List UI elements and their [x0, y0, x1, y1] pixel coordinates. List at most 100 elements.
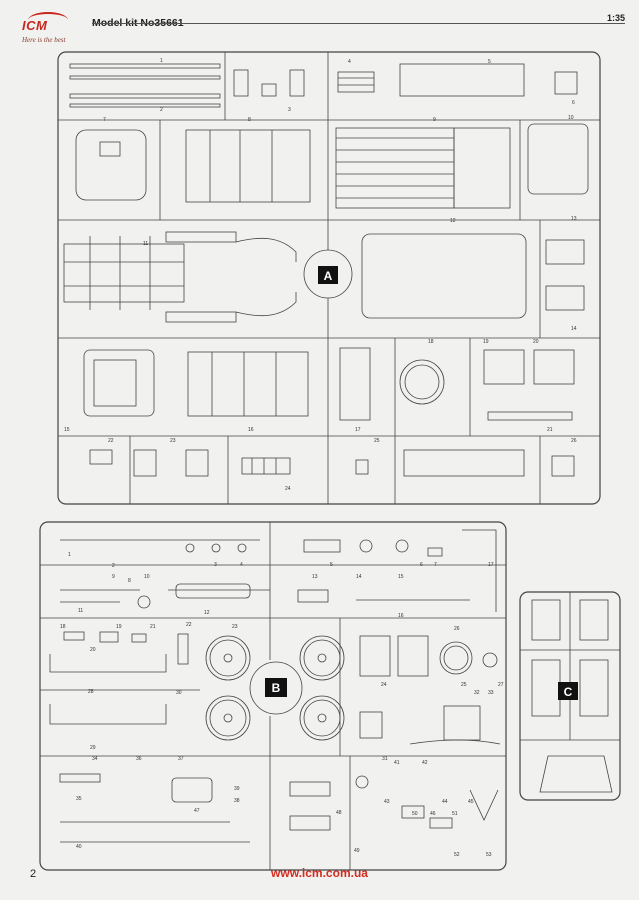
part-number-label: 50 [412, 811, 418, 817]
part-number-label: 11 [143, 241, 148, 247]
sprue-letter-b: B [272, 681, 281, 695]
part-number-label: 20 [533, 339, 539, 345]
part-number-label: 10 [144, 574, 150, 580]
sprue-letter-a: A [324, 269, 333, 283]
sprue-c [519, 591, 621, 801]
part-number-label: 16 [248, 427, 254, 433]
part-number-label: 31 [382, 756, 388, 762]
part-number-label: 22 [108, 438, 114, 444]
part-number-label: 53 [486, 852, 492, 858]
part-number-label: 15 [64, 427, 70, 433]
part-number-label: 10 [568, 115, 574, 121]
part-number-label: 19 [483, 339, 489, 345]
part-number-label: 37 [178, 756, 184, 762]
part-number-label: 21 [547, 427, 553, 433]
part-number-label: 8 [248, 117, 251, 123]
icm-logo: ICM Here is the best [22, 12, 80, 54]
part-number-label: 26 [571, 438, 577, 444]
part-number-label: 18 [60, 624, 66, 630]
sprue-letter-c: C [564, 685, 573, 699]
part-number-label: 25 [461, 682, 467, 688]
part-number-label: 3 [214, 562, 217, 568]
sprue-b [39, 521, 507, 871]
part-number-label: 14 [356, 574, 362, 580]
part-number-label: 16 [398, 613, 404, 619]
part-number-label: 26 [454, 626, 460, 632]
part-number-label: 6 [572, 100, 575, 106]
part-number-label: 7 [434, 562, 437, 568]
part-number-label: 39 [234, 786, 240, 792]
part-number-label: 13 [571, 216, 577, 222]
page-number: 2 [30, 868, 37, 880]
part-number-label: 11 [78, 608, 83, 614]
part-number-label: 9 [112, 574, 115, 580]
part-number-label: 2 [160, 107, 163, 113]
part-number-label: 5 [330, 562, 333, 568]
part-number-label: 13 [312, 574, 318, 580]
part-number-label: 47 [194, 808, 200, 814]
part-number-label: 43 [384, 799, 390, 805]
part-number-label: 40 [76, 844, 82, 850]
sprue-tag-b: B [249, 661, 303, 715]
part-number-label: 44 [442, 799, 448, 805]
part-number-label: 49 [354, 848, 360, 854]
sprue-a [57, 51, 601, 505]
part-number-label: 24 [381, 682, 387, 688]
part-number-label: 35 [76, 796, 82, 802]
sprue-tag-c: C [558, 682, 578, 700]
sprue-tag-a: A [303, 249, 353, 299]
part-number-label: 21 [150, 624, 156, 630]
part-number-label: 46 [430, 811, 436, 817]
part-number-label: 1 [68, 552, 71, 558]
website-link[interactable]: www.icm.com.ua [271, 866, 368, 880]
part-number-label: 6 [420, 562, 423, 568]
part-number-label: 14 [571, 326, 577, 332]
part-number-label: 17 [355, 427, 361, 433]
part-number-label: 51 [452, 811, 458, 817]
part-number-label: 12 [204, 610, 210, 616]
kit-scale: 1:35 [606, 13, 625, 23]
part-number-label: 12 [450, 218, 456, 224]
part-number-label: 18 [428, 339, 434, 345]
part-number-label: 4 [348, 59, 351, 65]
part-number-label: 45 [468, 799, 474, 805]
part-number-label: 52 [454, 852, 460, 858]
part-number-label: 7 [103, 117, 106, 123]
part-number-label: 29 [90, 745, 96, 751]
part-number-label: 20 [90, 647, 96, 653]
part-number-label: 30 [176, 690, 182, 696]
part-number-label: 25 [374, 438, 380, 444]
logo-arc-icon [28, 12, 68, 28]
part-number-label: 3 [288, 107, 291, 113]
part-number-label: 9 [433, 117, 436, 123]
part-number-label: 4 [240, 562, 243, 568]
part-number-label: 2 [112, 563, 115, 569]
part-number-label: 15 [398, 574, 404, 580]
part-number-label: 28 [88, 689, 94, 695]
part-number-label: 5 [488, 59, 491, 65]
part-number-label: 42 [422, 760, 428, 766]
part-number-label: 23 [232, 624, 238, 630]
part-number-label: 22 [186, 622, 192, 628]
part-number-label: 32 [474, 690, 480, 696]
part-number-label: 33 [488, 690, 494, 696]
logo-brand: ICM [22, 18, 48, 33]
part-number-label: 36 [136, 756, 142, 762]
part-number-label: 41 [394, 760, 400, 766]
part-number-label: 27 [498, 682, 504, 688]
part-number-label: 38 [234, 798, 240, 804]
part-number-label: 8 [128, 578, 131, 584]
part-number-label: 34 [92, 756, 98, 762]
part-number-label: 1 [160, 58, 163, 64]
header-rule [92, 23, 625, 24]
part-number-label: 23 [170, 438, 176, 444]
part-number-label: 24 [285, 486, 291, 492]
part-number-label: 48 [336, 810, 342, 816]
part-number-label: 19 [116, 624, 122, 630]
logo-slogan: Here is the best [22, 36, 66, 44]
part-number-label: 17 [488, 562, 494, 568]
